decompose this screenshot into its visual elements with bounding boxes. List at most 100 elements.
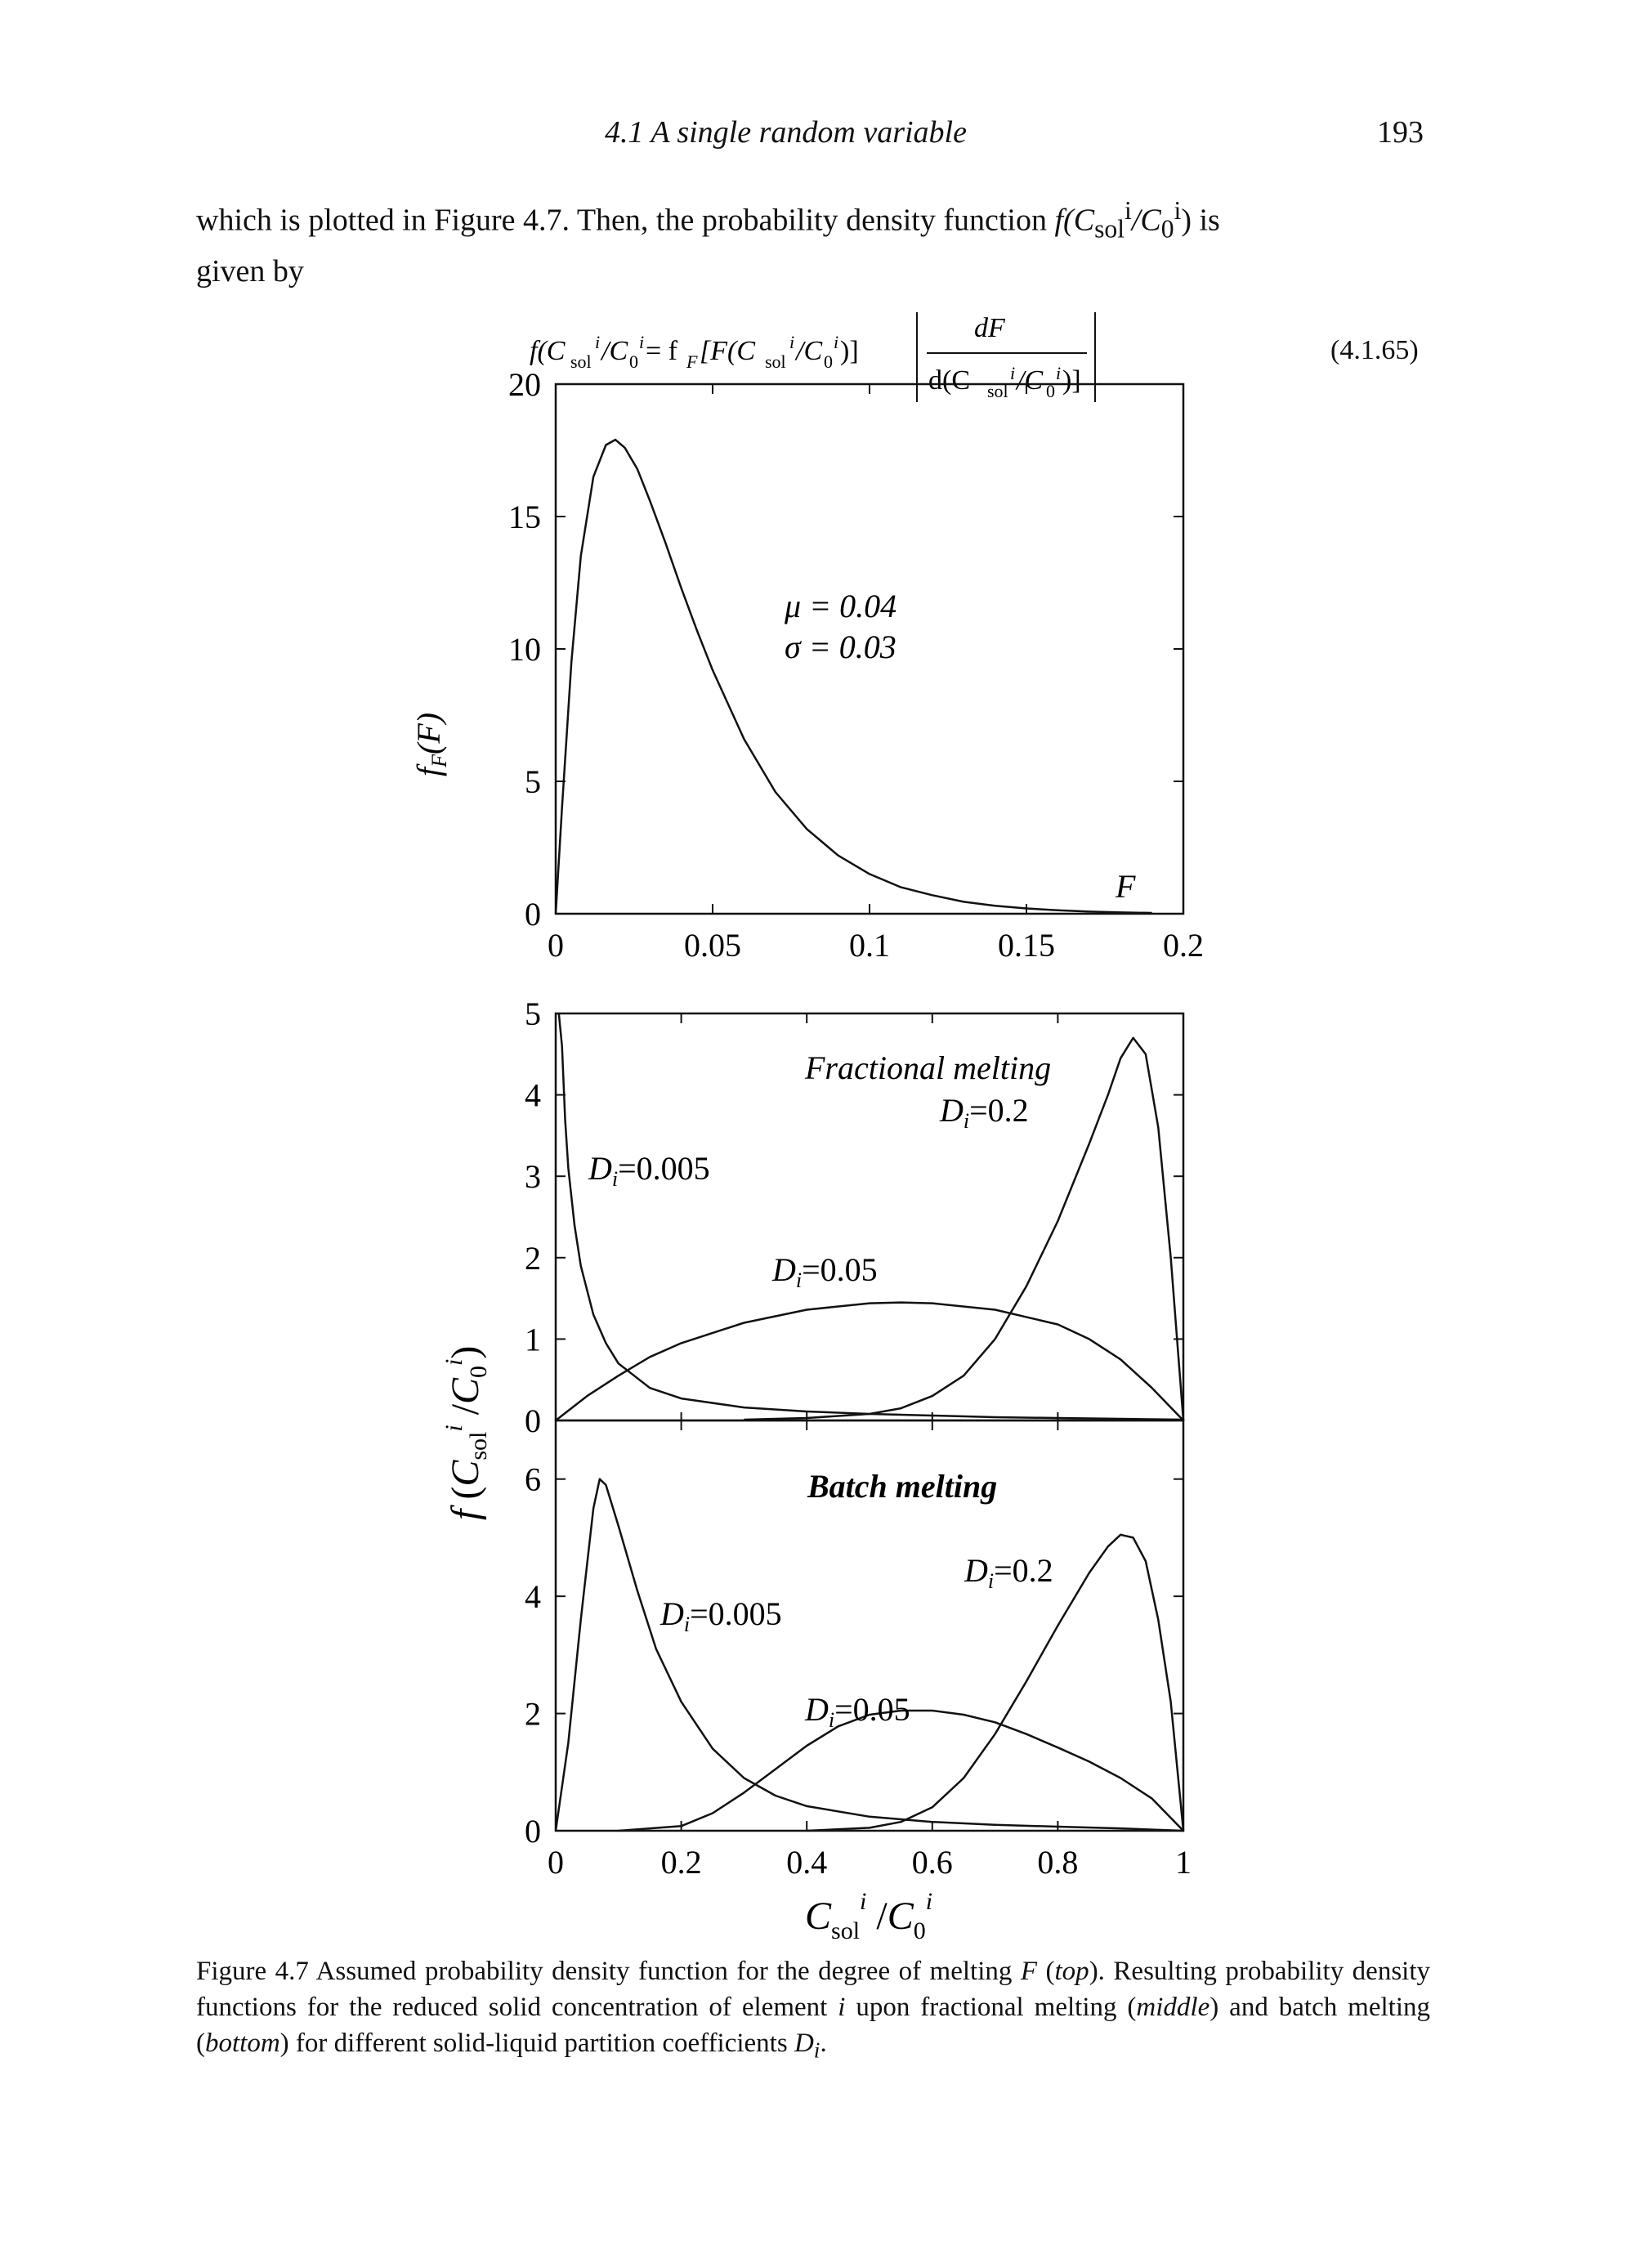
eq-bracket: [F(C	[700, 336, 755, 366]
panel-top-fF: 0 5 10 15 20 0 0.05 0.1 0.15 0.2	[508, 366, 1204, 964]
eq-sub-0-2: 0	[824, 351, 833, 372]
eq-lhs: f(C	[530, 336, 566, 366]
top-ytick-label: 5	[525, 763, 541, 800]
equation-4-1-65: f(C sol i /C 0 i = f F [F(C sol i /C 0 i…	[530, 312, 1096, 402]
shared-ylabel: f (Csoli /C0i)	[440, 1346, 492, 1520]
middle-label-d005: Di=0.05	[771, 1251, 878, 1292]
fn-end: ) is	[1181, 203, 1220, 238]
top-ytick-label: 20	[508, 366, 541, 403]
eq-equals-f: = f	[646, 336, 678, 366]
caption-F: F	[1020, 1957, 1038, 1986]
fn-sub-0: 0	[1160, 214, 1174, 244]
caption-middle: middle	[1136, 1993, 1210, 2022]
top-xtick-label: 0	[548, 927, 564, 964]
top-ylabel: fF(F)	[410, 713, 451, 776]
top-ytick-label: 15	[508, 499, 541, 535]
eq-sup-i: i	[595, 332, 600, 352]
bottom-label-d005: Di=0.05	[804, 1691, 910, 1732]
top-xtick-label: 0.05	[684, 927, 741, 964]
eq-sub-sol-2: sol	[765, 351, 786, 372]
bottom-label-d02: Di=0.2	[964, 1552, 1053, 1593]
fn-f: f(C	[1054, 203, 1095, 238]
eq-sup-i-3: i	[789, 332, 794, 352]
caption-part1: Figure 4.7 Assumed probability density f…	[196, 1957, 1021, 1986]
caption-end: .	[820, 2029, 827, 2058]
bottom-xtick-label: 1	[1175, 1844, 1192, 1881]
bottom-xtick-label: 0.8	[1037, 1844, 1078, 1881]
middle-series-line	[555, 1301, 1184, 1421]
page-number: 193	[1377, 115, 1424, 150]
bottom-plot-frame	[554, 1419, 1185, 1832]
bottom-ytick-label: 2	[525, 1696, 541, 1733]
middle-series-line	[557, 1013, 1184, 1421]
middle-ytick-label: 2	[525, 1240, 541, 1277]
top-xtick-label: 0.2	[1163, 927, 1204, 964]
bottom-label-d0005: Di=0.005	[660, 1595, 782, 1636]
top-annotation-sigma: σ = 0.03	[785, 629, 896, 665]
middle-ytick-label: 0	[525, 1402, 541, 1439]
eq-mid-2: /C	[794, 336, 822, 366]
caption-part2: ). Resulting probability density functio…	[196, 1957, 1431, 2022]
eq-mid: /C	[600, 336, 628, 366]
eq-den-close: )]	[1062, 365, 1081, 396]
eq-den-sup-i-2: i	[1056, 363, 1061, 383]
caption-sub-i: i	[813, 2037, 820, 2063]
middle-label-d02: Di=0.2	[939, 1092, 1029, 1133]
eq-sub-0: 0	[629, 351, 638, 372]
eq-sup-i-2: i	[639, 332, 644, 352]
body-line-1: which is plotted in Figure 4.7. Then, th…	[196, 203, 1055, 238]
bottom-ytick-label: 6	[525, 1461, 541, 1498]
bottom-title: Batch melting	[807, 1468, 997, 1505]
panel-bottom-batch: 0 2 4 6 0 0.2 0.4 0.6 0.8 1	[525, 1419, 1192, 1881]
middle-ytick-label: 1	[525, 1321, 541, 1358]
eq-numerator: dF	[974, 313, 1006, 343]
middle-series-line	[744, 1036, 1185, 1421]
top-annotation-mu: μ = 0.04	[784, 588, 896, 624]
top-xtick-label: 0.1	[849, 927, 890, 964]
eq-denominator: d(C	[928, 365, 970, 396]
shared-xlabel: Csoli /C0i	[805, 1888, 932, 1944]
bottom-xtick-label: 0.4	[786, 1844, 827, 1881]
eq-den-sup-i: i	[1010, 363, 1015, 383]
caption-part4: ) and batch melting (	[196, 1993, 1430, 2058]
bottom-xtick-label: 0.2	[661, 1844, 702, 1881]
bottom-series-line	[807, 1533, 1185, 1832]
eq-sub-F: F	[686, 351, 698, 372]
equation-number: (4.1.65)	[1330, 335, 1419, 365]
middle-title: Fractional melting	[804, 1049, 1051, 1086]
eq-den-mid: /C	[1015, 365, 1043, 396]
eq-den-sub-0: 0	[1046, 381, 1055, 401]
bottom-series-line	[554, 1478, 1184, 1832]
bottom-xtick-label: 0	[548, 1844, 564, 1881]
running-header-title: 4.1 A single random variable	[605, 115, 967, 150]
caption-top: top	[1054, 1957, 1089, 1986]
middle-ytick-label: 3	[525, 1158, 541, 1195]
top-xlabel: F	[1115, 868, 1136, 905]
top-series-line	[554, 438, 1152, 915]
top-ytick-label: 10	[508, 631, 541, 668]
figure-caption: Figure 4.7 Assumed probability density f…	[196, 1957, 1431, 2063]
fn-sub-sol: sol	[1094, 214, 1125, 244]
fn-mid: /C	[1131, 203, 1161, 238]
body-paragraph: which is plotted in Figure 4.7. Then, th…	[196, 190, 1438, 293]
bottom-xtick-label: 0.6	[912, 1844, 953, 1881]
bottom-series-line	[618, 1709, 1184, 1832]
bottom-ytick-label: 4	[525, 1578, 541, 1615]
body-line-2: given by	[196, 254, 304, 289]
top-xtick-label: 0.15	[998, 927, 1055, 964]
fn-sup-i-2: i	[1174, 196, 1182, 225]
panel-middle-fractional: 0 1 2 3 4 5	[525, 995, 1185, 1439]
eq-close: )]	[840, 336, 859, 366]
eq-sup-i-4: i	[834, 332, 838, 352]
caption-part5: ) for different solid-liquid partition c…	[279, 2029, 794, 2058]
caption-D: D	[794, 2029, 814, 2058]
eq-sub-sol: sol	[570, 351, 592, 372]
caption-part3: upon fractional melting (	[845, 1993, 1137, 2022]
bottom-ytick-label: 0	[525, 1813, 541, 1850]
caption-i: i	[838, 1993, 846, 2022]
middle-ytick-label: 4	[525, 1077, 541, 1114]
middle-ytick-label: 5	[525, 995, 541, 1032]
top-ytick-label: 0	[525, 896, 541, 933]
middle-label-d0005: Di=0.005	[588, 1150, 710, 1191]
